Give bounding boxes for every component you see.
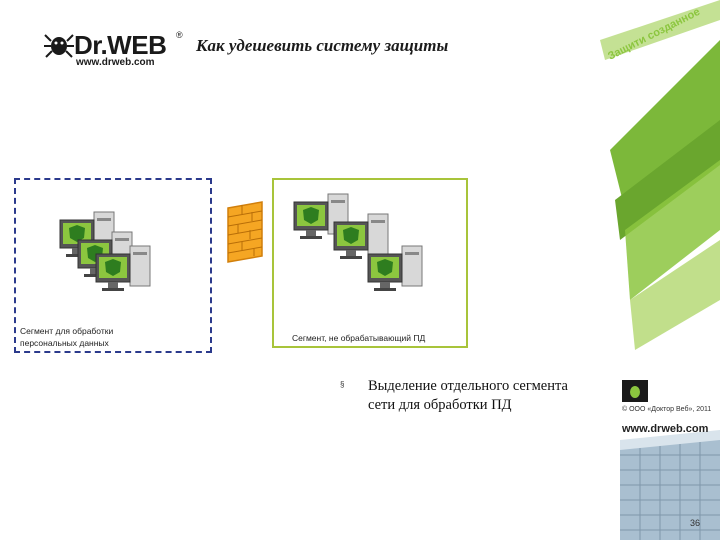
page-number: 36 [690, 518, 701, 528]
computer-icon [77, 231, 133, 277]
non-pd-segment-box [272, 178, 468, 348]
drweb-logo: Dr.WEB ® www.drweb.com [44, 30, 184, 70]
computer-icon [293, 193, 349, 239]
spider-logo-icon [44, 34, 74, 58]
computer-icon [59, 211, 115, 257]
computer-icon [367, 245, 423, 291]
green-decoration [600, 0, 720, 540]
bullet-marker: § [340, 380, 345, 389]
bullet-text: Выделение отдельного сегмента сети для о… [368, 378, 568, 413]
footer-url: www.drweb.com [622, 423, 709, 435]
copyright: © ООО «Доктор Веб», 2011 [622, 406, 712, 413]
page-title: Как удешевить систему защиты [196, 36, 449, 55]
pd-segment-label: Сегмент для обработки персональных данны… [20, 326, 114, 348]
computer-icon [333, 213, 389, 259]
logo-registered-mark: ® [176, 30, 183, 40]
pd-segment-box [14, 178, 212, 353]
logo-url: www.drweb.com [76, 57, 155, 68]
logo-name: Dr.WEB [74, 30, 167, 60]
drweb-badge-icon [622, 380, 648, 402]
computer-icon [95, 245, 151, 291]
non-pd-segment-label: Сегмент, не обрабатывающий ПД [292, 333, 426, 343]
firewall-icon [227, 201, 263, 263]
